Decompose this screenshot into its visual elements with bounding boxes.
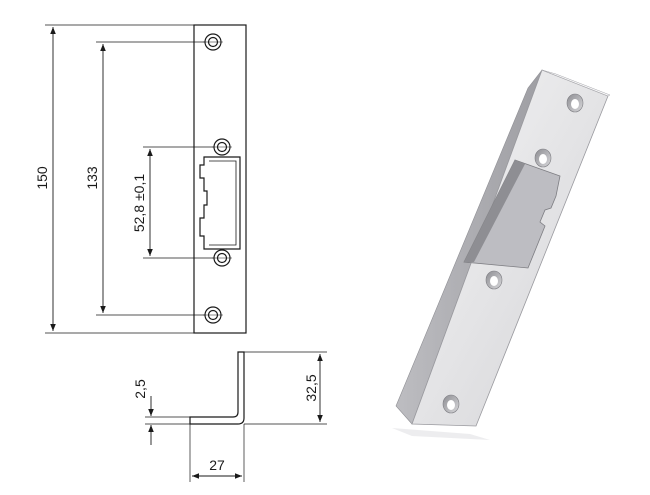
dim-label-flange-width: 27 — [209, 457, 225, 473]
dim-label-material-thickness: 2,5 — [132, 379, 148, 399]
strike-plate-outline — [193, 24, 247, 334]
plate-hole-1 — [566, 93, 584, 113]
plate-latch-opening — [463, 159, 561, 269]
side-view — [145, 351, 327, 482]
latch-opening-inner — [209, 160, 237, 246]
angle-profile — [189, 351, 245, 425]
plate-hole-3 — [485, 270, 503, 290]
latch-opening — [199, 156, 241, 250]
mounting-hole-upper — [212, 138, 232, 156]
front-view — [45, 24, 247, 334]
plate-hole-2 — [534, 148, 552, 168]
dim-label-overall-height: 150 — [34, 166, 50, 190]
mounting-hole-lower — [212, 249, 232, 267]
plate-hole-4 — [442, 394, 460, 414]
dim-label-flange-height: 32,5 — [303, 374, 319, 401]
dim-label-hole-spacing: 133 — [84, 166, 100, 190]
mounting-hole-top — [203, 33, 223, 51]
strike-plate-photo — [392, 69, 611, 440]
mounting-hole-bottom — [203, 306, 223, 324]
dim-label-opening-height: 52,8 ±0,1 — [131, 174, 147, 232]
